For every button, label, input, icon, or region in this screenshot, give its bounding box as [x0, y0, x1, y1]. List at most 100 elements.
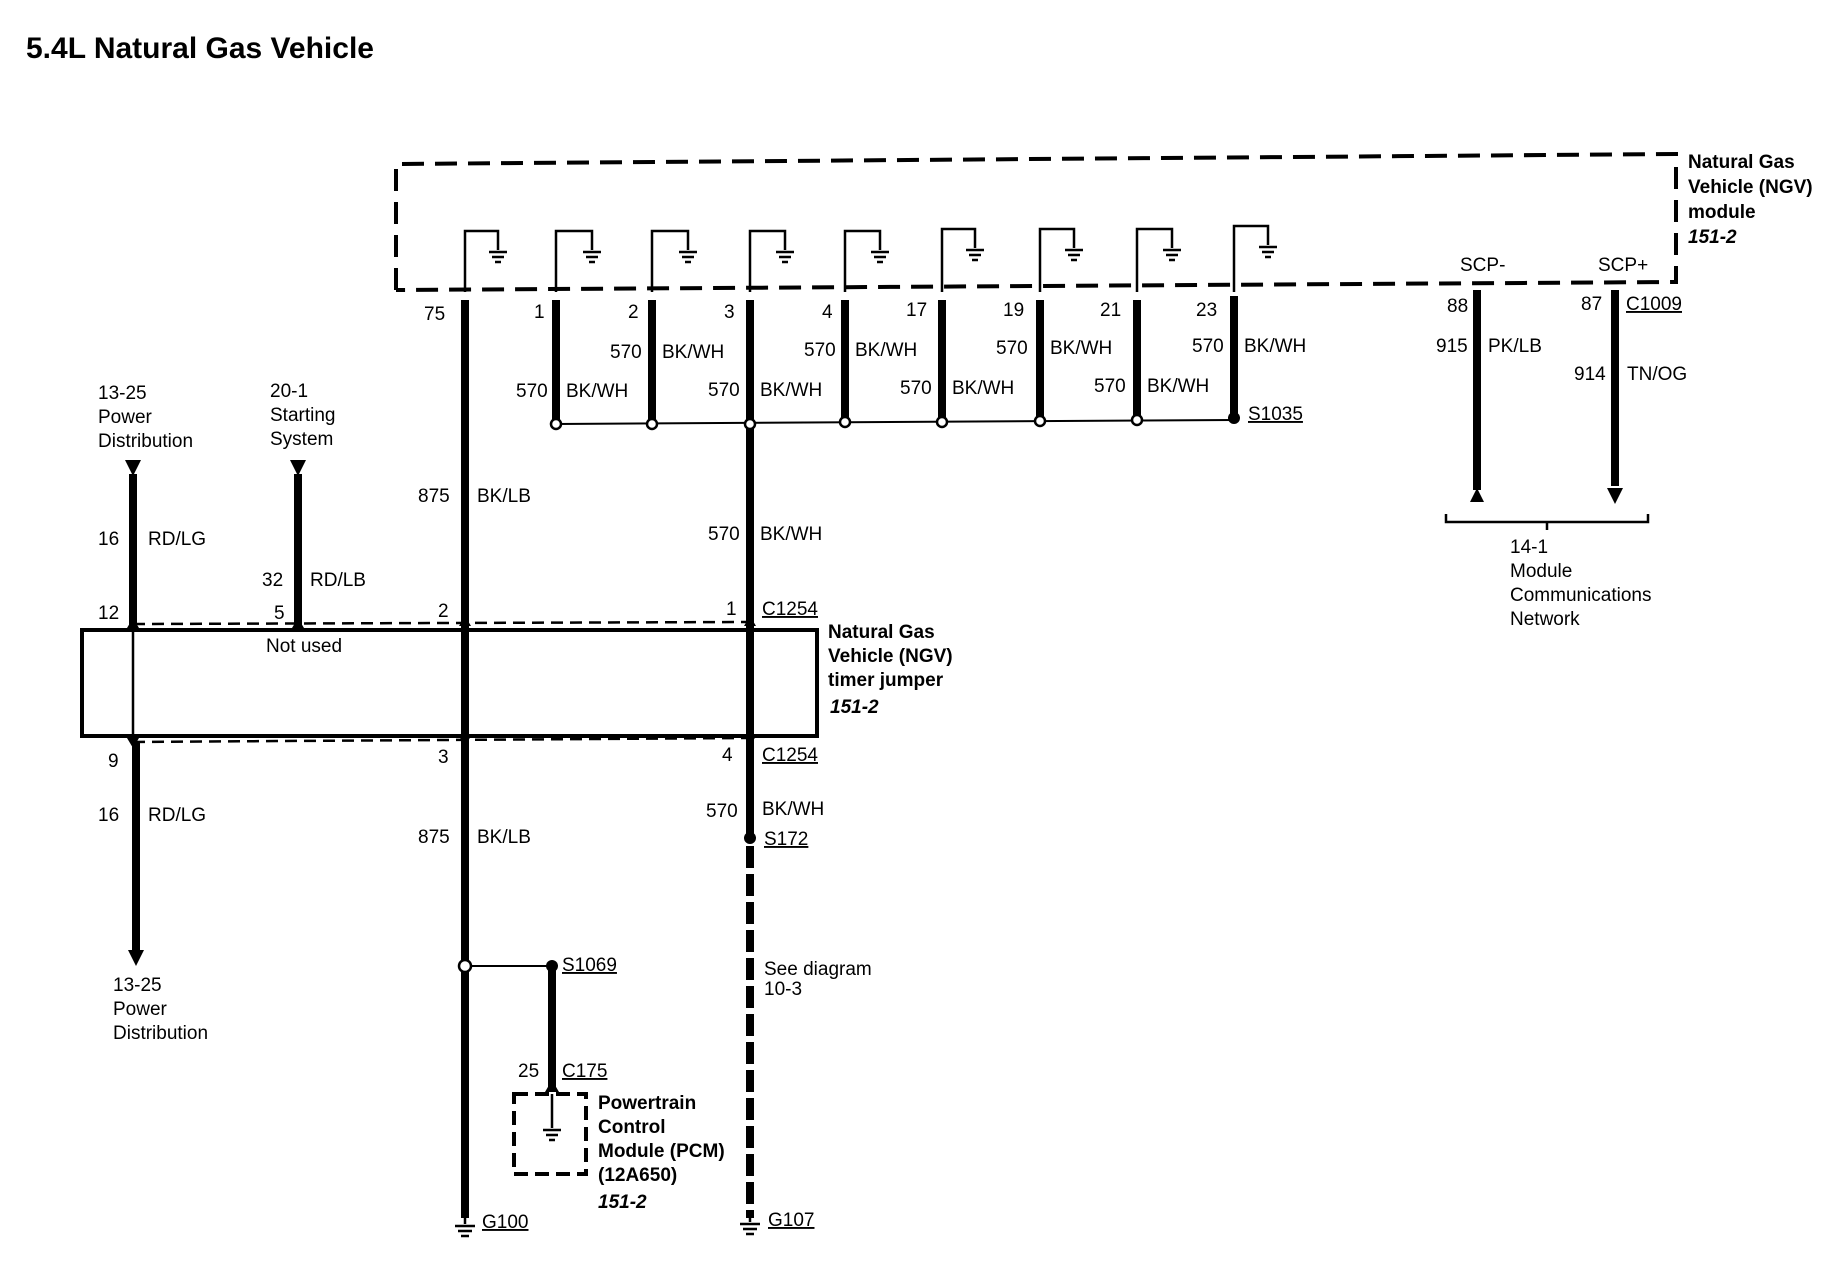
starting-system-line: System: [270, 429, 333, 450]
wire-label-circuit: 570: [610, 342, 642, 363]
internal-ground-icon: [650, 229, 697, 292]
internal-ground-icon: [554, 229, 601, 292]
wire-label-circuit: 16: [98, 529, 119, 550]
wire-label-circuit: 914: [1574, 364, 1606, 385]
pin-3: 3: [724, 302, 735, 323]
connector-c1009: C1009: [1626, 294, 1682, 315]
splice-dots: [549, 413, 1144, 431]
pin-19: 19: [1003, 300, 1024, 321]
internal-ground-icon: [463, 229, 507, 292]
ground-g107-label: G107: [768, 1210, 814, 1231]
pcm-name-line: Module (PCM): [598, 1141, 725, 1162]
wire-label-circuit: 915: [1436, 336, 1468, 357]
jumper-pin-9: 9: [108, 751, 119, 772]
splice-dot: [935, 415, 949, 429]
internal-ground-icon: [1232, 224, 1277, 292]
jumper-pin-12: 12: [98, 603, 119, 624]
wire-label-color: TN/OG: [1627, 364, 1687, 385]
wire-label-color: PK/LB: [1488, 336, 1542, 357]
wire-label-color: BK/LB: [477, 486, 531, 507]
pin-88: 88: [1447, 296, 1468, 317]
internal-ground-icon: [1038, 227, 1083, 292]
wire-label-color: BK/WH: [662, 342, 724, 363]
mcn-ref-line: Network: [1510, 609, 1580, 630]
pcm-internal-ground-icon: [543, 1094, 561, 1142]
terminal-icon: [292, 618, 304, 628]
jumper-bottom-dashed-edge: [132, 736, 751, 744]
scp-minus-label: SCP-: [1460, 255, 1505, 276]
not-used-label: Not used: [266, 636, 342, 657]
splice-dot: [549, 417, 563, 431]
pin-1: 1: [534, 302, 545, 323]
wire-label-color: BK/WH: [952, 378, 1014, 399]
splice-dot: [1033, 414, 1047, 428]
wire-label-circuit: 570: [706, 801, 738, 822]
arrow-power-top: [125, 460, 141, 476]
splice-dot: [1130, 413, 1144, 427]
splice-s1069-open-dot: [457, 958, 473, 974]
terminal-icon: [744, 616, 756, 626]
wire-label-color: BK/WH: [855, 340, 917, 361]
power-dist-top-line: 13-25: [98, 383, 147, 404]
wire-label-circuit: 570: [1094, 376, 1126, 397]
pcm-name-line: Control: [598, 1117, 666, 1138]
wire-label-color: RD/LB: [310, 570, 366, 591]
jumper-pin-5: 5: [274, 603, 285, 624]
wire-label-color: BK/WH: [760, 524, 822, 545]
jumper-passthrough: [131, 622, 752, 742]
module-ref: 151-2: [1688, 227, 1737, 248]
jumper-name-line: Vehicle (NGV): [828, 646, 953, 667]
terminal-icon: [459, 736, 471, 746]
wire-label-circuit: 875: [418, 486, 450, 507]
internal-ground-icon: [940, 227, 984, 292]
wire-label-circuit: 16: [98, 805, 119, 826]
mcn-ref-line: Communications: [1510, 585, 1652, 606]
wire-label-circuit: 570: [516, 381, 548, 402]
wire-label-circuit: 570: [900, 378, 932, 399]
pcm-pin-25: 25: [518, 1061, 539, 1082]
ground-g100-label: G100: [482, 1212, 528, 1233]
wire-label-circuit: 32: [262, 570, 283, 591]
pin-2: 2: [628, 302, 639, 323]
wire-label-color: BK/WH: [566, 381, 628, 402]
ground-g107-icon: [740, 1218, 760, 1236]
module-internal-grounds: [463, 224, 1277, 292]
ground-g100-icon: [455, 1218, 475, 1238]
power-dist-top-line: Distribution: [98, 431, 193, 452]
pin-75: 75: [424, 304, 445, 325]
wire-group: [129, 290, 1619, 1218]
pcm-ref: 151-2: [598, 1192, 647, 1213]
splice-dot: [743, 417, 757, 431]
splice-s1069-label: S1069: [562, 955, 617, 976]
wire-label-color: RD/LG: [148, 805, 206, 826]
connector-c1254-top: C1254: [762, 599, 818, 620]
jumper-pin-3: 3: [438, 747, 449, 768]
arrow-power-bottom: [128, 950, 144, 966]
wire-label-color: BK/WH: [760, 380, 822, 401]
power-dist-top-line: Power: [98, 407, 153, 428]
arrow-scp-plus: [1607, 488, 1623, 504]
jumper-ref: 151-2: [830, 697, 879, 718]
wire-label-color: RD/LG: [148, 529, 206, 550]
power-dist-bottom-line: Power: [113, 999, 168, 1020]
terminal-icon: [127, 618, 139, 628]
internal-ground-icon: [1135, 227, 1181, 292]
wire-label-circuit: 875: [418, 827, 450, 848]
ngv-module-outline: [394, 151, 1678, 292]
jumper-top-dashed-edge: [132, 620, 751, 626]
jumper-name-line: Natural Gas: [828, 622, 935, 643]
power-dist-bottom-line: Distribution: [113, 1023, 208, 1044]
connector-c1254-bottom: C1254: [762, 745, 818, 766]
terminal-icon: [127, 738, 139, 748]
module-name-line: module: [1688, 202, 1756, 223]
wire-label-circuit: 570: [1192, 336, 1224, 357]
splice-s172-label: S172: [764, 829, 808, 850]
pcm-terminal-icon: [545, 1080, 559, 1092]
page-title: 5.4L Natural Gas Vehicle: [26, 32, 374, 65]
internal-ground-icon: [843, 229, 889, 292]
arrow-starting: [290, 460, 306, 476]
internal-ground-icon: [748, 229, 794, 292]
pin-23: 23: [1196, 300, 1217, 321]
